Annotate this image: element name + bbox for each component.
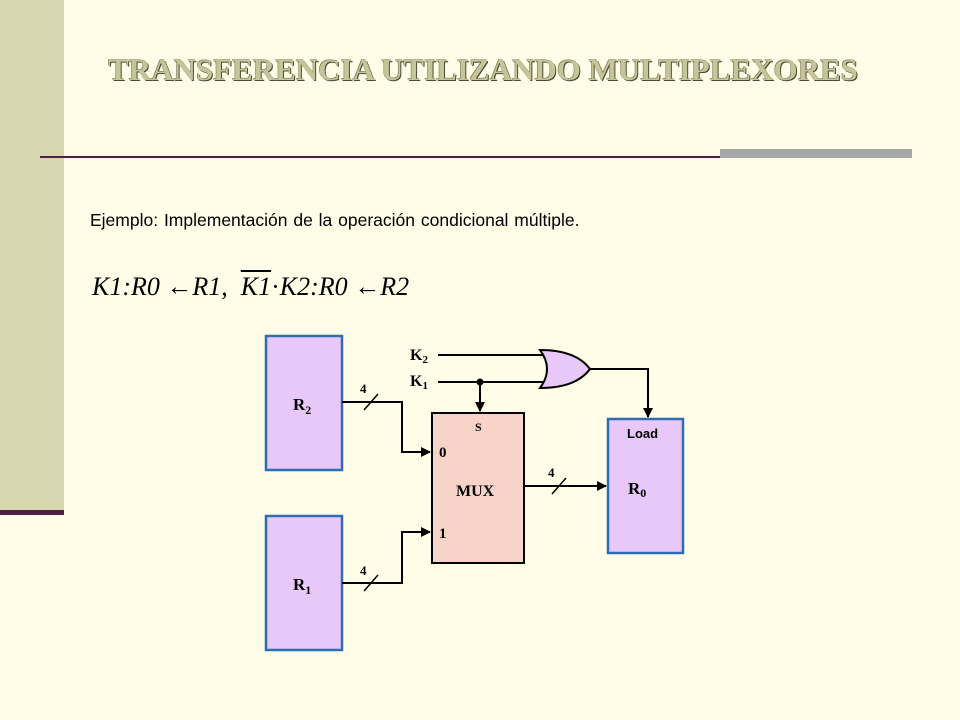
register-r2-label: R2 — [293, 395, 311, 417]
formula-arrow-1: ← — [166, 272, 193, 301]
transfer-formula: K1:R0 ←R1, K1·K2:R0 ←R2 — [92, 272, 409, 302]
wire-r1-mux — [342, 527, 431, 584]
signal-k1-label: K1 — [410, 373, 428, 392]
formula-src-1: R1, — [192, 272, 228, 301]
formula-k1-bar: K1 — [240, 272, 272, 301]
register-r1-label: R1 — [293, 575, 311, 597]
wire-or-load — [590, 368, 653, 418]
register-r0-label: R0 — [628, 479, 646, 500]
formula-dest-1: :R0 — [122, 272, 160, 301]
formula-dest-2: :R0 — [310, 272, 348, 301]
signal-k2-label: K2 — [410, 347, 428, 366]
mux-label: MUX — [456, 483, 495, 500]
left-decor-bar — [0, 0, 64, 512]
formula-k2: K2 — [279, 272, 311, 301]
bus-slash-r2 — [363, 393, 379, 411]
mux-select-label: S — [475, 420, 482, 434]
mux-input1-label: 1 — [439, 526, 447, 542]
bus-width-r1: 4 — [360, 563, 367, 578]
bus-width-r2: 4 — [360, 381, 367, 396]
formula-src-2: R2 — [380, 272, 410, 301]
register-r0-load-label: Load — [627, 426, 658, 441]
mux-block — [431, 412, 525, 564]
left-decor-line — [0, 510, 64, 515]
title-rule-accent — [720, 149, 912, 158]
mux-input0-label: 0 — [439, 445, 447, 461]
register-r0 — [606, 417, 685, 555]
title-rule — [40, 156, 912, 158]
register-r2 — [264, 334, 344, 472]
bus-slash-out — [551, 477, 567, 495]
wire-r2-mux — [342, 401, 431, 457]
formula-dot: · — [271, 272, 280, 301]
or-gate — [538, 348, 592, 390]
formula-k1: K1 — [92, 272, 123, 301]
bus-slash-r1 — [363, 574, 379, 592]
bus-width-out: 4 — [548, 465, 555, 480]
example-text: Ejemplo: Implementación de la operación … — [90, 210, 580, 230]
slide-title: TRANSFERENCIA UTILIZANDO MULTIPLEXORES — [108, 52, 858, 87]
formula-arrow-2: ← — [354, 272, 381, 301]
